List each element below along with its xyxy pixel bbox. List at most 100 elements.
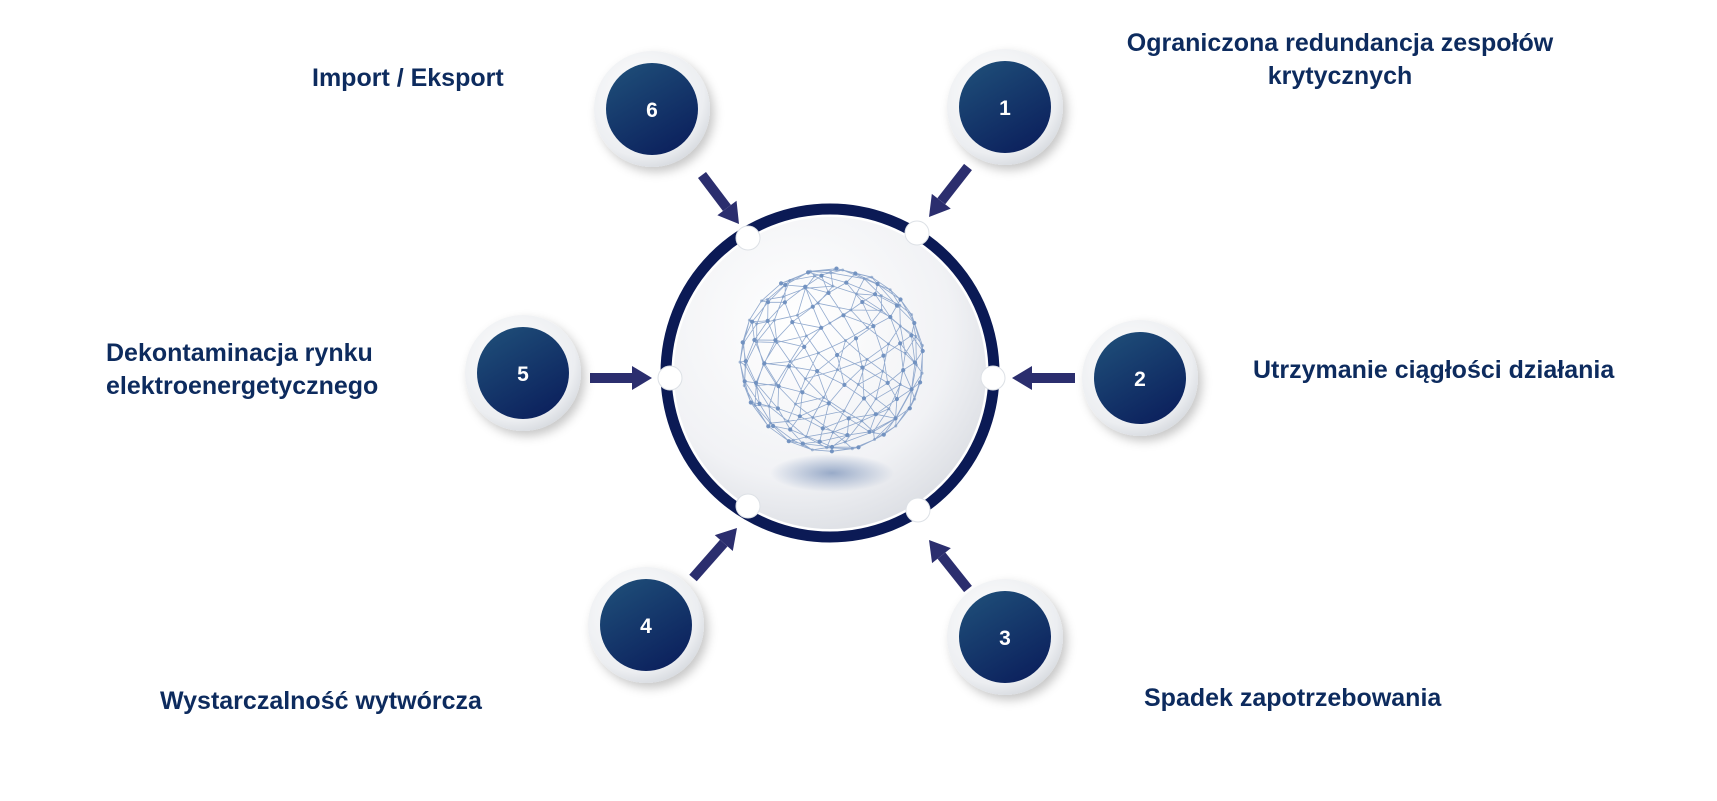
- arrow-4: [689, 528, 737, 582]
- globe-mesh-node: [842, 382, 847, 387]
- globe-mesh-node: [822, 396, 826, 399]
- label-4: Wystarczalność wytwórcza: [160, 685, 482, 718]
- arrow-4-shaft: [689, 539, 728, 582]
- node-1-circle: [959, 61, 1051, 153]
- globe-mesh-node: [755, 322, 759, 326]
- label-1-line-2: krytycznych: [1267, 62, 1413, 90]
- center-sphere-fill: [674, 217, 986, 529]
- globe-mesh-node: [788, 279, 792, 282]
- globe-mesh-node: [816, 301, 820, 305]
- arrow-1: [929, 163, 972, 217]
- globe-mesh-node: [844, 280, 849, 285]
- globe-mesh-node: [766, 424, 771, 429]
- globe-mesh-node: [772, 318, 776, 322]
- globe-mesh-node: [761, 362, 765, 366]
- globe-mesh-node: [819, 273, 824, 278]
- globe-mesh-node: [849, 308, 853, 312]
- globe-mesh-node: [804, 435, 808, 439]
- globe-mesh-node: [881, 369, 885, 373]
- globe-mesh-node: [880, 308, 883, 312]
- globe-mesh-node: [782, 300, 788, 305]
- globe-mesh-node: [815, 369, 820, 374]
- globe-mesh-node: [873, 292, 878, 297]
- globe-mesh-node: [742, 379, 747, 384]
- globe-mesh-node: [860, 299, 865, 305]
- globe-mesh-node: [752, 337, 757, 343]
- globe-mesh-node: [765, 300, 771, 305]
- connector-dot-5: [657, 365, 683, 391]
- globe-mesh-node: [901, 368, 906, 373]
- arrow-3-shaft: [937, 552, 972, 593]
- globe-mesh-node: [854, 292, 858, 296]
- globe-mesh-node: [909, 333, 914, 338]
- globe-mesh-node: [871, 430, 875, 434]
- node-6: 6: [594, 51, 710, 167]
- globe-mesh-node: [781, 295, 785, 299]
- node-5-circle: [477, 327, 569, 419]
- globe-mesh-node: [865, 357, 869, 361]
- globe-mesh-node: [738, 360, 742, 364]
- label-3: Spadek zapotrzebowania: [1144, 682, 1441, 715]
- label-2-line-1: Utrzymanie ciągłości działania: [1253, 356, 1615, 384]
- globe-mesh-node: [865, 326, 869, 330]
- globe-mesh-node: [860, 419, 864, 423]
- globe-mesh-node: [783, 282, 788, 288]
- globe-mesh-node: [888, 314, 893, 320]
- node-2-number: 2: [1134, 368, 1146, 391]
- globe-mesh-node: [810, 304, 815, 309]
- globe-mesh-node: [856, 445, 861, 450]
- globe-mesh-node: [754, 384, 758, 387]
- globe-mesh-node: [918, 380, 923, 385]
- globe-mesh-node: [817, 439, 822, 444]
- node-3-circle: [959, 591, 1051, 683]
- globe-mesh-node: [774, 382, 778, 386]
- globe-mesh-node: [750, 319, 755, 324]
- globe-mesh-node: [875, 281, 880, 287]
- globe-mesh-node: [804, 286, 807, 290]
- globe-mesh-node: [788, 427, 793, 432]
- globe-mesh-node: [835, 368, 839, 372]
- globe-mesh-node: [907, 406, 912, 411]
- node-1-number: 1: [999, 97, 1011, 120]
- globe-mesh-node: [862, 277, 866, 281]
- node-3: 3: [947, 579, 1063, 695]
- globe-mesh-node: [843, 440, 847, 444]
- globe-mesh-node: [800, 441, 805, 446]
- connector-dot-1: [904, 220, 930, 246]
- globe-mesh-node: [795, 313, 799, 317]
- globe-mesh-node: [831, 284, 835, 288]
- globe-mesh-node: [828, 321, 832, 325]
- globe-mesh-node: [808, 269, 812, 273]
- globe-mesh-node: [816, 351, 820, 355]
- globe-mesh-node: [898, 324, 902, 328]
- globe-mesh-node: [841, 268, 845, 272]
- globe-mesh-node: [894, 416, 898, 420]
- label-1-line-1: Ograniczona redundancja zespołów: [1126, 29, 1554, 57]
- center-sphere: [660, 203, 1000, 543]
- globe-mesh-node: [820, 426, 825, 431]
- globe-mesh-node: [803, 377, 807, 381]
- globe-mesh-node: [797, 414, 802, 419]
- globe-mesh-node: [757, 401, 762, 406]
- label-6: Import / Eksport: [312, 62, 504, 95]
- node-6-circle: [606, 63, 698, 155]
- globe-mesh-node: [853, 271, 858, 276]
- label-5: Dekontaminacja rynku elektroenergetyczne…: [106, 337, 378, 403]
- globe-mesh-node: [873, 412, 879, 417]
- globe-mesh-node: [829, 449, 835, 454]
- globe-mesh-node: [920, 348, 925, 354]
- label-1: Ograniczona redundancja zespołów krytycz…: [1105, 27, 1575, 93]
- globe-mesh-node: [873, 438, 876, 441]
- network-globe-icon: [738, 266, 925, 454]
- globe-mesh-node: [804, 334, 808, 338]
- globe-mesh-node: [887, 342, 890, 346]
- globe-mesh-node: [881, 353, 886, 358]
- globe-mesh-node: [786, 419, 790, 423]
- globe-mesh-node: [898, 383, 902, 386]
- globe-mesh-node: [898, 303, 902, 307]
- arrow-2-head: [1012, 366, 1032, 390]
- arrow-6-head: [717, 200, 739, 224]
- connector-dot-4: [735, 493, 761, 519]
- globe-mesh-node: [743, 363, 747, 367]
